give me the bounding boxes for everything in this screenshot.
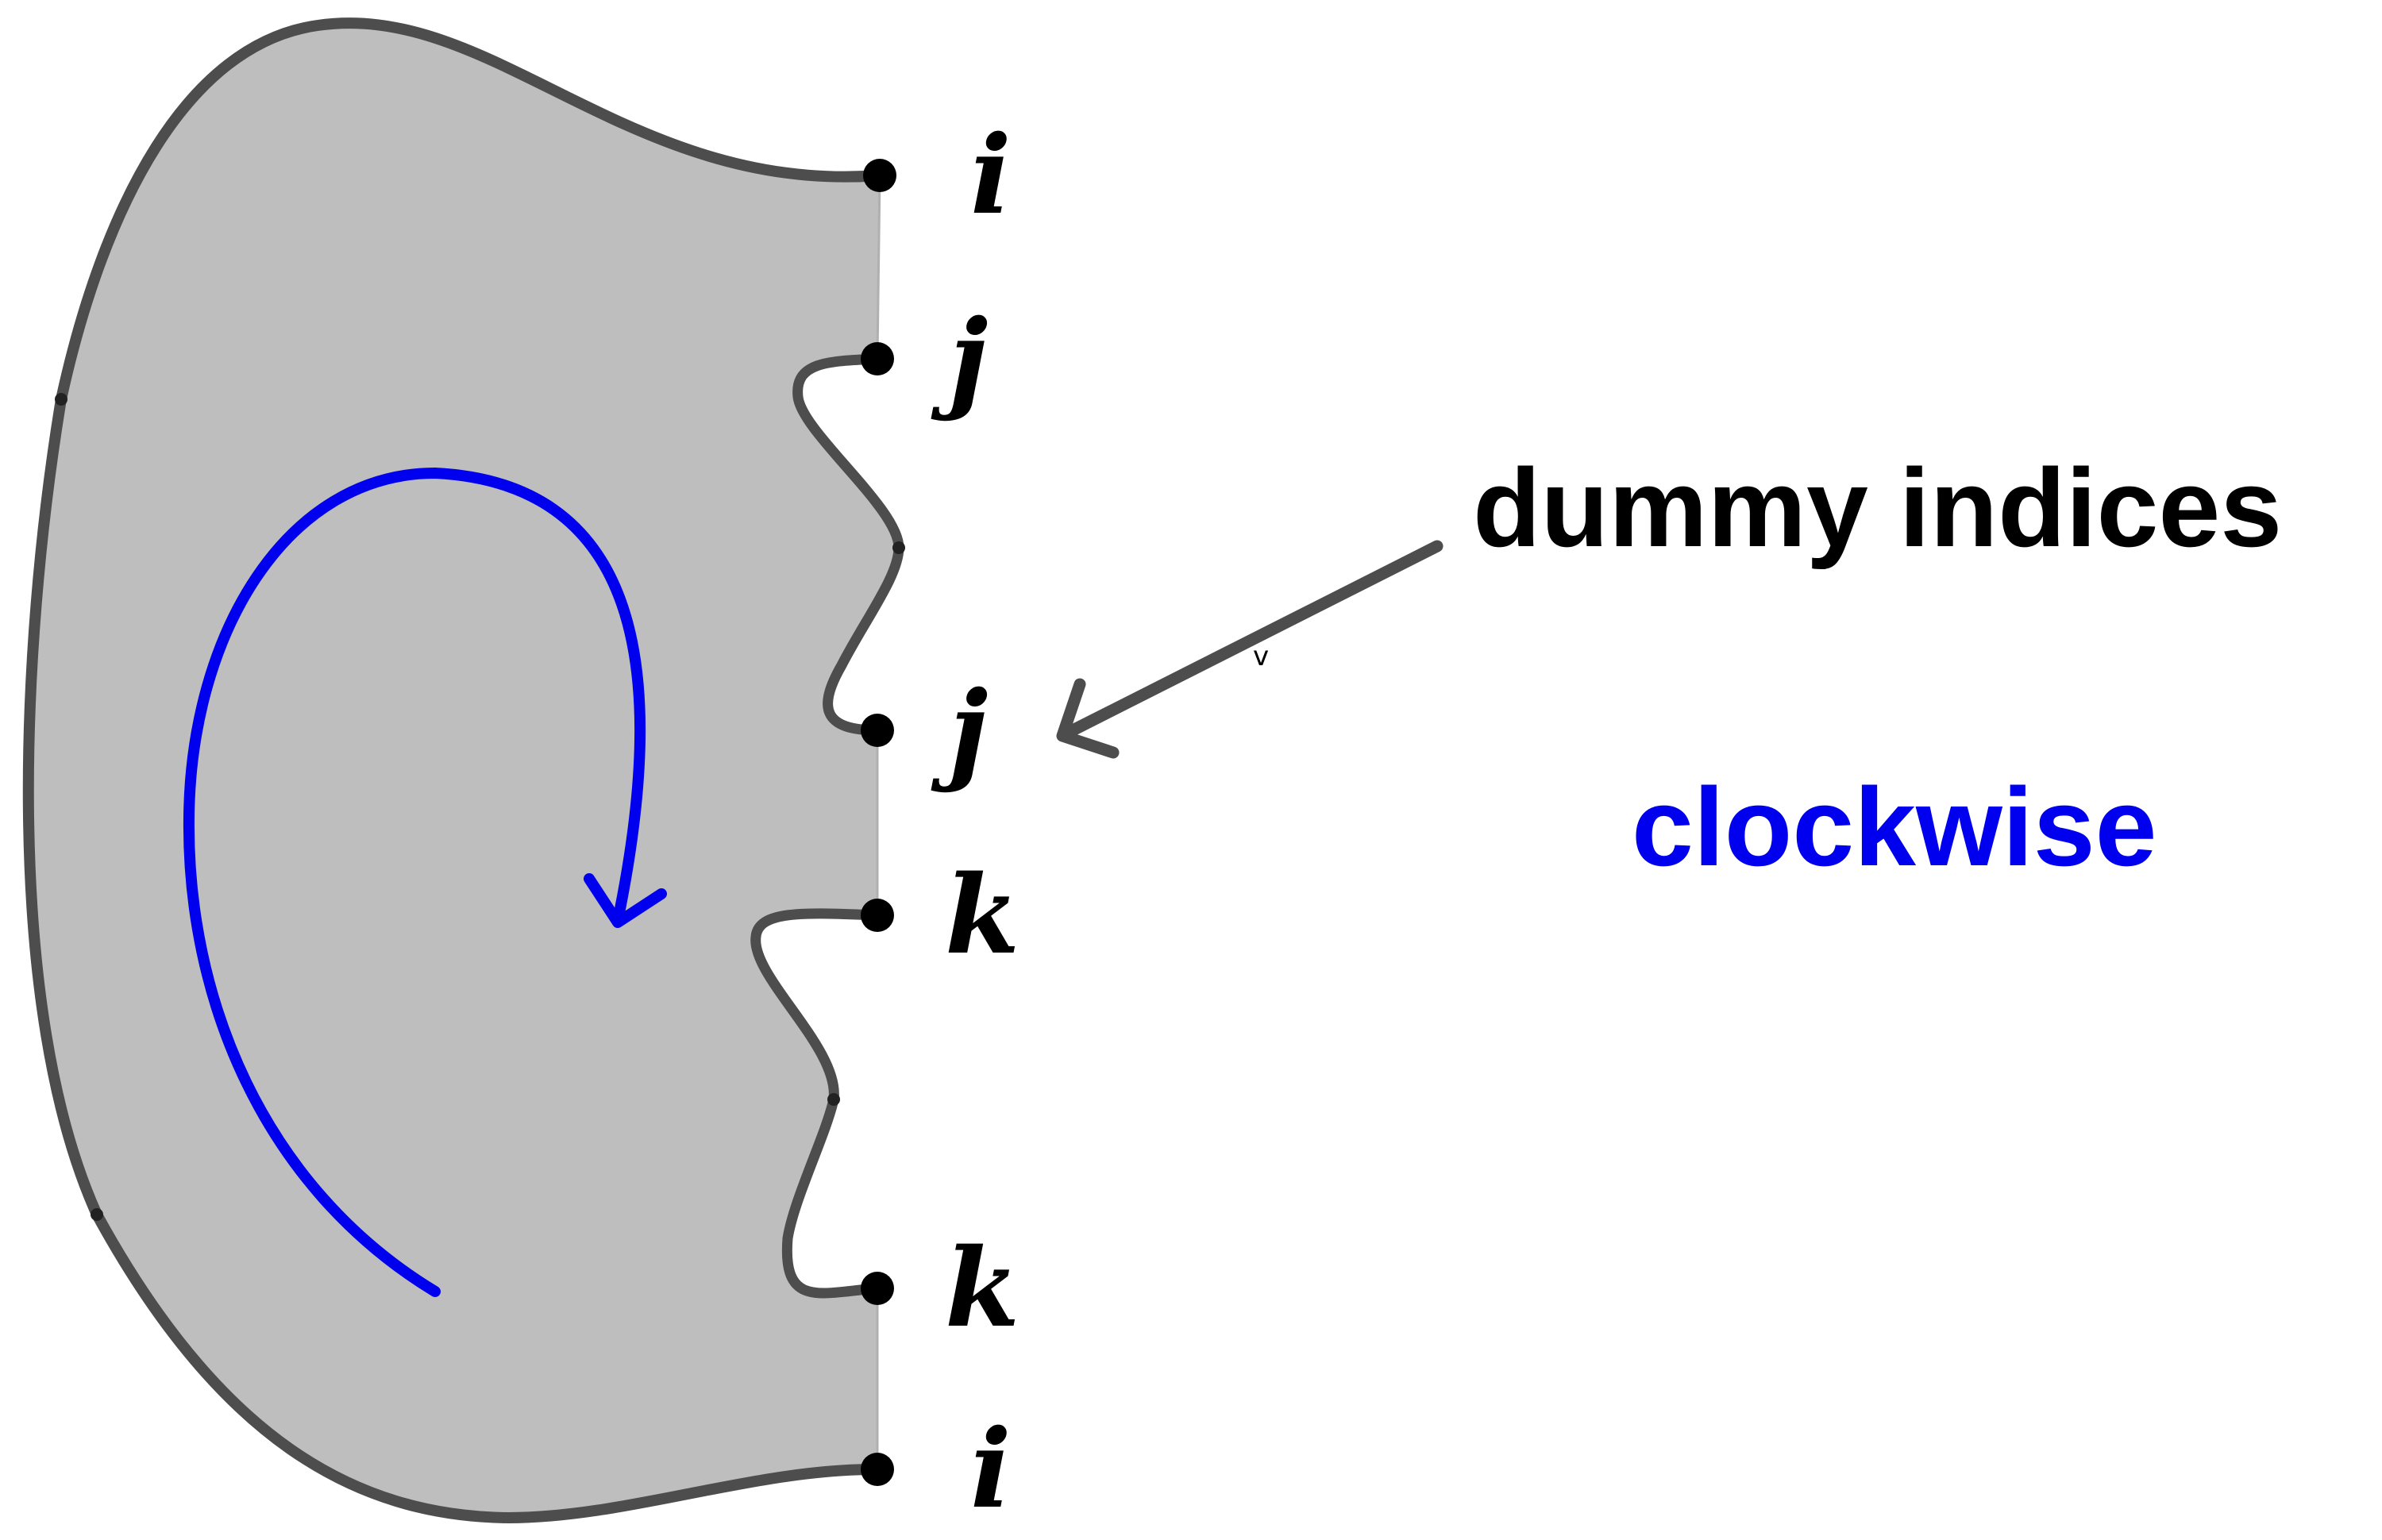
point-upper-j (861, 342, 894, 375)
label-lower-j: j (931, 668, 988, 795)
point-top-i (863, 159, 896, 192)
clockwise-label: clockwise (1632, 764, 2157, 889)
label-upper-j: j (931, 296, 988, 423)
label-lower-k: k (945, 1225, 1019, 1352)
dummy-indices-label: dummy indices (1473, 445, 2282, 570)
callout-arrow-shaft (1063, 540, 1443, 738)
k-curve-midpoint (827, 1093, 840, 1106)
outer-vertex-upper (55, 393, 67, 406)
j-curve-midpoint (892, 541, 905, 554)
shaded-region (28, 23, 899, 1518)
outer-boundary (22, 17, 885, 1523)
point-lower-k (861, 1272, 894, 1305)
callout-arrow-mark: v (1253, 641, 1269, 672)
point-lower-j (861, 714, 894, 747)
clockwise-arrowhead (584, 873, 667, 928)
clockwise-arc (183, 467, 646, 1297)
label-top-i: i (970, 112, 1012, 239)
outer-vertex-lower (91, 1208, 103, 1221)
point-upper-k (861, 899, 894, 932)
point-bottom-i (861, 1453, 894, 1486)
label-bottom-i: i (970, 1406, 1012, 1533)
label-upper-k: k (945, 852, 1019, 979)
right-edge-segment-top (876, 175, 881, 360)
callout-arrowhead (1056, 678, 1120, 759)
